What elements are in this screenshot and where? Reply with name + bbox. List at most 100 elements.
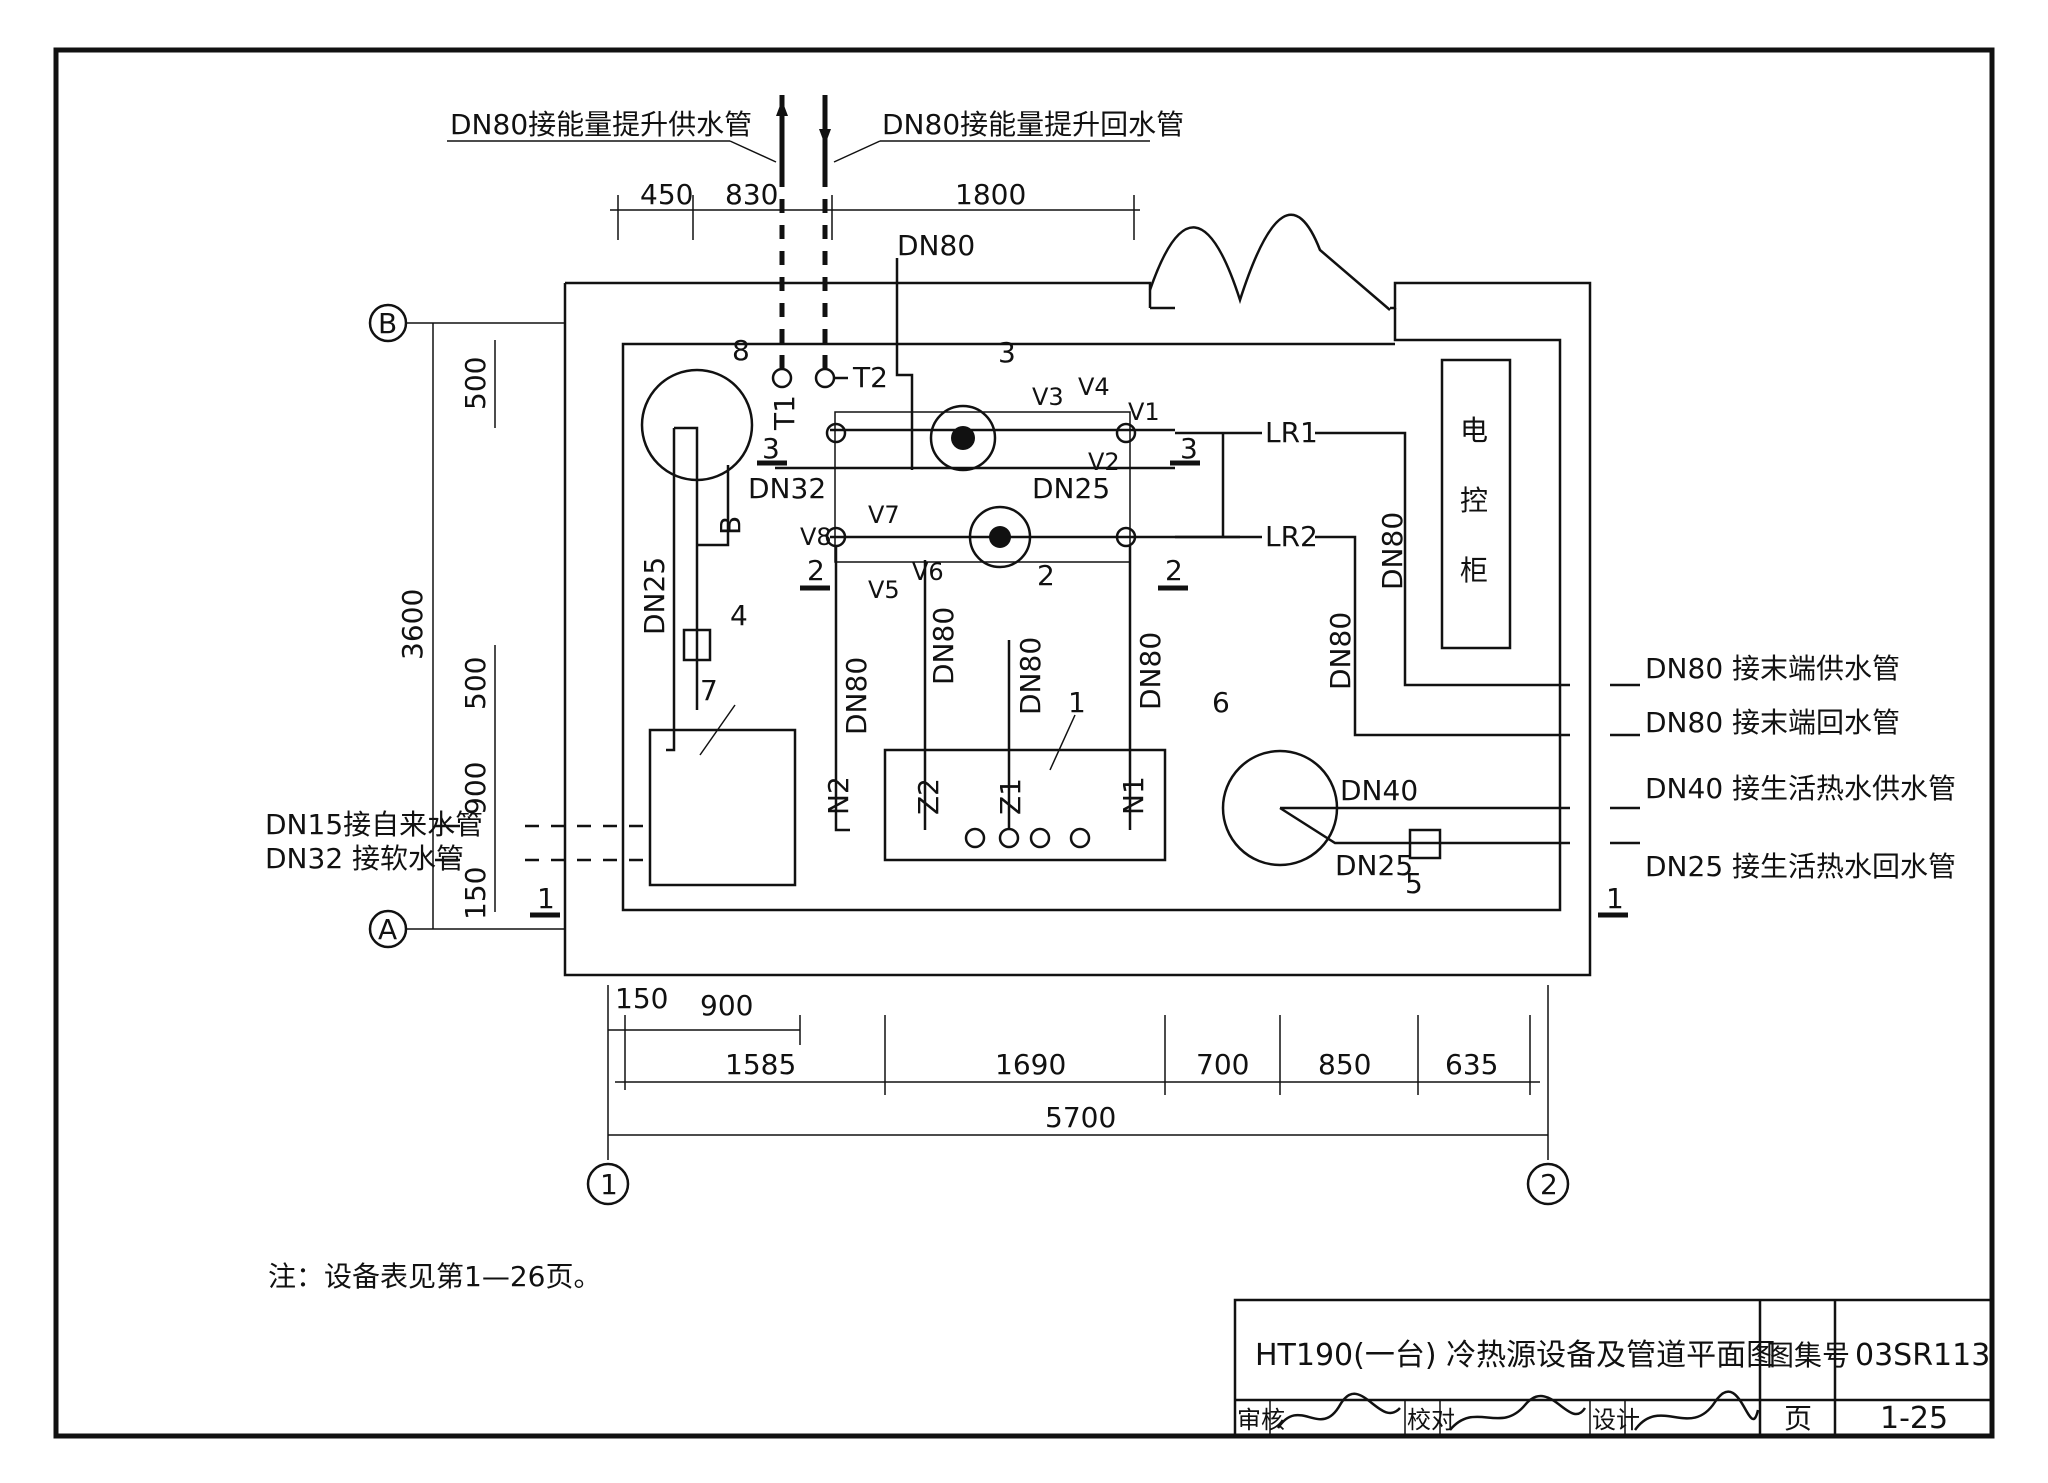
valve-v5-label: V5 bbox=[868, 576, 900, 604]
checker-signature bbox=[1449, 1394, 1587, 1431]
equipment-5-filter bbox=[1408, 828, 1442, 860]
dn80-top-label: DN80 bbox=[897, 229, 975, 262]
right-pipe-label-2: DN80 接末端回水管 bbox=[1645, 706, 1900, 739]
dim-top-1800: 1800 bbox=[955, 178, 1026, 211]
axis-b-bubble bbox=[368, 303, 408, 343]
port-z1-label: Z1 bbox=[994, 778, 1027, 815]
drawing-note: 注：设备表见第1—26页。 bbox=[268, 1260, 601, 1293]
equipment-8-label: 8 bbox=[732, 334, 750, 367]
equipment-7-tank bbox=[648, 728, 797, 887]
dim-bottom-1690: 1690 bbox=[995, 1048, 1066, 1081]
title-block-page-no: 1-25 bbox=[1880, 1401, 1948, 1436]
title-block-review-label: 审核 bbox=[1237, 1406, 1285, 1434]
lr1-out bbox=[1315, 431, 1540, 687]
axis-a-label: A bbox=[378, 913, 397, 946]
top-supply-label: DN80接能量提升供水管 bbox=[450, 108, 752, 141]
cabinet-char-3: 柜 bbox=[1460, 554, 1488, 587]
valve-v7-label: V7 bbox=[868, 501, 900, 529]
dhw-return-pipe bbox=[1279, 806, 1540, 845]
dn25-left-label: DN25 bbox=[638, 557, 671, 635]
equipment-6-label: 6 bbox=[1212, 686, 1230, 719]
valve-v1-label: V1 bbox=[1128, 398, 1160, 426]
dn40-label: DN40 bbox=[1340, 774, 1418, 807]
valve-node-left-upper bbox=[825, 422, 847, 444]
dn80-riser-label-2: DN80 bbox=[927, 607, 960, 685]
room-walls bbox=[563, 213, 1592, 977]
dn32-label: DN32 bbox=[748, 472, 826, 505]
top-energy-pipes bbox=[776, 95, 831, 375]
equipment-8-inner bbox=[674, 426, 699, 710]
left-pipe-label-2: DN32 接软水管 bbox=[265, 842, 464, 875]
dn25-right-label: DN25 bbox=[1335, 849, 1413, 882]
dn25-manifold-label: DN25 bbox=[1032, 472, 1110, 505]
designer-signature bbox=[1633, 1390, 1760, 1431]
dim-left-500-a: 500 bbox=[459, 357, 492, 410]
axis-b-label: B bbox=[378, 307, 397, 340]
dn80-risers bbox=[834, 546, 1132, 832]
port-t1-label: T1 bbox=[768, 395, 801, 431]
valve-v8-label: V8 bbox=[800, 523, 832, 551]
equipment-2-pump-core bbox=[989, 526, 1011, 548]
axis-a-bubble bbox=[368, 909, 408, 949]
drawing-frame bbox=[53, 47, 1995, 1439]
dim-left-500-b: 500 bbox=[459, 657, 492, 710]
port-n1-label: N1 bbox=[1117, 776, 1150, 815]
title-block-title: HT190(一台) 冷热源设备及管道平面图 bbox=[1255, 1338, 1776, 1373]
title-block-atlas-label: 图集号 bbox=[1766, 1339, 1850, 1372]
axis-1-bubble bbox=[586, 1162, 630, 1206]
valve-v3-label: V3 bbox=[1032, 383, 1064, 411]
port-t1-node bbox=[771, 367, 793, 389]
port-n2-label: N2 bbox=[822, 776, 855, 815]
equipment-4-filter bbox=[682, 628, 712, 662]
section-2-right: 2 bbox=[1165, 554, 1183, 587]
axis-1-label: 1 bbox=[600, 1168, 618, 1201]
equipment-1-label: 1 bbox=[1068, 686, 1086, 719]
equipment-2-pump bbox=[968, 505, 1032, 569]
dim-bottom-5700: 5700 bbox=[1045, 1101, 1116, 1134]
port-t2-label: T2 bbox=[852, 361, 888, 394]
equipment-1-nozzles bbox=[964, 827, 1091, 849]
dim-bottom-150: 150 bbox=[615, 982, 668, 1015]
dim-bottom-700: 700 bbox=[1196, 1048, 1249, 1081]
dn80-riser-label-4: DN80 bbox=[1134, 632, 1167, 710]
dn80-riser-label-3: DN80 bbox=[1014, 637, 1047, 715]
port-z2-label: Z2 bbox=[912, 778, 945, 815]
valve-v2-label: V2 bbox=[1088, 448, 1120, 476]
dim-left-900: 900 bbox=[459, 762, 492, 815]
equipment-4-label: 4 bbox=[730, 599, 748, 632]
top-return-label: DN80接能量提升回水管 bbox=[882, 108, 1184, 141]
return-leader-diag bbox=[833, 140, 881, 163]
port-t2-node bbox=[814, 367, 836, 389]
dim-bottom-850: 850 bbox=[1318, 1048, 1371, 1081]
valve-node-right-lower bbox=[1115, 526, 1137, 548]
bottom-dimension-lines bbox=[607, 985, 1549, 1160]
axis-2-bubble bbox=[1526, 1162, 1570, 1206]
section-2-left: 2 bbox=[807, 554, 825, 587]
section-3-right: 3 bbox=[1180, 432, 1198, 465]
dim-left-3600: 3600 bbox=[396, 589, 429, 660]
right-pipe-label-4: DN25 接生活热水回水管 bbox=[1645, 850, 1956, 883]
lr2-out bbox=[1315, 535, 1540, 737]
dn80-cabinet-label-2: DN80 bbox=[1324, 612, 1357, 690]
port-b-label: B bbox=[714, 516, 747, 535]
top-dimension-line bbox=[610, 195, 1140, 240]
supply-leader-diag bbox=[729, 140, 777, 163]
port-lr1-label: LR1 bbox=[1265, 416, 1318, 449]
dim-top-830: 830 bbox=[725, 178, 778, 211]
cabinet-char-2: 控 bbox=[1460, 484, 1488, 517]
title-block-check-label: 校对 bbox=[1407, 1406, 1455, 1434]
equipment-3-pump bbox=[929, 404, 997, 472]
right-outgoing-pipes bbox=[1540, 683, 1640, 845]
title-block-design-label: 设计 bbox=[1592, 1406, 1640, 1434]
reviewer-signature bbox=[1276, 1392, 1401, 1429]
right-pipe-label-3: DN40 接生活热水供水管 bbox=[1645, 772, 1956, 805]
equipment-5-label: 5 bbox=[1405, 867, 1423, 900]
dn80-main-pipe bbox=[895, 258, 914, 470]
left-incoming-pipes bbox=[435, 824, 650, 862]
axis-2-label: 2 bbox=[1540, 1168, 1558, 1201]
valve-v6-label: V6 bbox=[912, 558, 944, 586]
cabinet-char-1: 电 bbox=[1460, 414, 1488, 447]
valve-node-right-upper bbox=[1115, 422, 1137, 444]
section-1-left: 1 bbox=[537, 882, 555, 915]
